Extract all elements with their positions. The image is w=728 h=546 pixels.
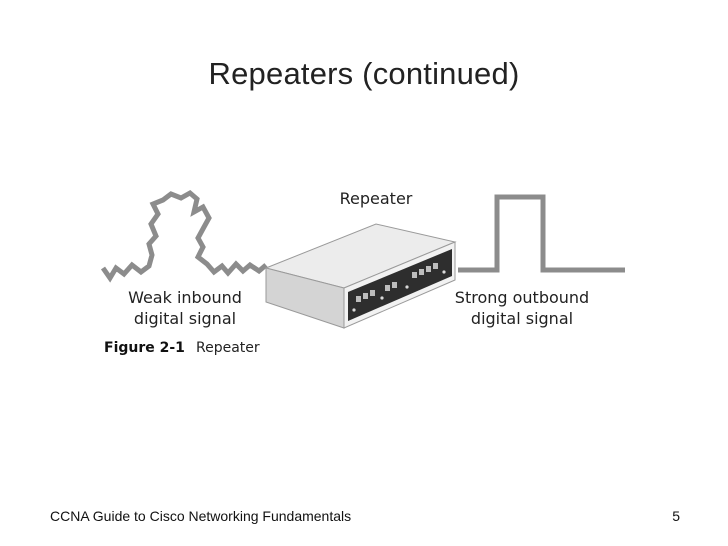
strong-signal-waveform [458, 194, 625, 273]
output-label-line2: digital signal [471, 309, 573, 328]
output-label-line1: Strong outbound [455, 288, 589, 307]
input-label-line1: Weak inbound [128, 288, 242, 307]
indicator-lights [352, 270, 446, 312]
page-number: 5 [672, 508, 680, 524]
repeater-device [264, 223, 457, 329]
figure-caption-text: Repeater [196, 340, 260, 356]
port-group-middle [385, 282, 397, 291]
figure-caption-number: Figure 2-1 [104, 340, 185, 356]
port-group-right [412, 263, 438, 278]
footer-course-title: CCNA Guide to Cisco Networking Fundament… [50, 508, 352, 524]
input-label-line2: digital signal [134, 309, 236, 328]
slide-title: Repeaters (continued) [208, 56, 520, 91]
device-label: Repeater [340, 189, 413, 208]
weak-signal-waveform [100, 189, 268, 283]
port-group-left [356, 290, 375, 302]
